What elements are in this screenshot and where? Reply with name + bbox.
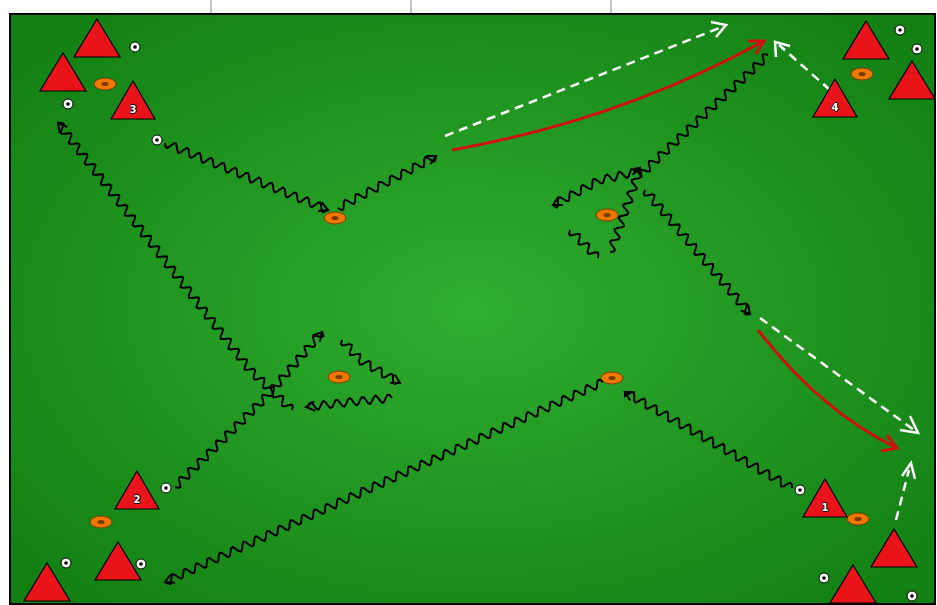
dribble-line [338,156,436,210]
ball [61,558,71,568]
dribble-line [341,340,400,384]
dribble-line [58,123,293,410]
callout-number: 1 [802,502,848,513]
ball [907,591,917,601]
table-rule [211,0,212,14]
arrow-head [58,123,67,133]
cone [871,529,917,567]
cone [95,542,141,580]
ball [895,25,905,35]
pitch [10,14,935,604]
dribble-line [644,190,750,315]
dribble-line [569,230,598,258]
marker-disc [596,209,618,221]
callout-number: 2 [114,494,160,505]
dribble-line [553,169,636,207]
arrow-head [390,375,400,384]
cone [24,563,70,601]
arrow-head [553,197,563,206]
arrow-head [313,332,322,342]
arrow-head [426,156,436,164]
cone [843,21,889,59]
marker-disc [324,212,346,224]
ball [912,44,922,54]
ball [819,573,829,583]
cone [40,53,86,91]
ball [136,559,146,569]
ball [161,483,171,493]
marker-disc [851,68,873,80]
numbered-cone: 1 [802,478,848,518]
dribble-line [165,380,603,584]
cone [889,61,935,99]
pass-head [711,22,918,479]
dribble-path [58,54,792,584]
ball [63,99,73,109]
marker-disc [601,372,623,384]
table-rule [411,0,412,14]
dribble-line [625,392,792,488]
dribble-line [610,168,641,252]
numbered-cone: 3 [110,80,156,120]
ball [152,135,162,145]
numbered-cone: 4 [812,78,858,118]
marker-disc [847,513,869,525]
cone [74,19,120,57]
arrow-head [306,401,315,411]
cone [830,565,876,603]
callout-number: 3 [110,104,156,115]
pass-run [445,27,914,520]
arrow-head [318,202,328,211]
arrow-head [165,574,175,583]
arrow-head [625,392,635,401]
numbered-cone: 2 [114,470,160,510]
marker-disc [90,516,112,528]
ball [795,485,805,495]
table-rule [611,0,612,14]
marker-disc [328,371,350,383]
marker-disc [94,78,116,90]
callout-number: 4 [812,102,858,113]
arrow-head [633,168,642,178]
dribble-line [639,54,768,175]
arrow-head [741,304,750,314]
dribble-line [165,143,328,212]
ball-pass [452,41,897,451]
dribble-line [175,332,324,488]
ball [130,42,140,52]
dribble-line [306,395,392,410]
